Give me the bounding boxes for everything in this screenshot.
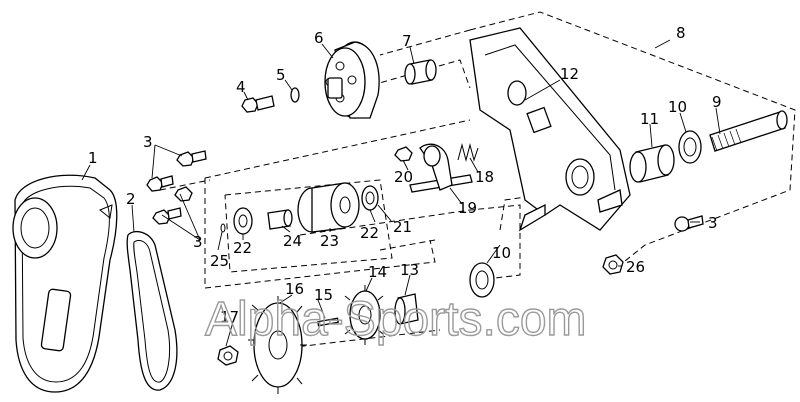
part-3-bolt-a [176,150,207,167]
part-3-bolt-b [146,175,174,192]
part-10-bearing-upper [678,130,702,164]
dashed-group-outlines [159,11,796,351]
part-15-key [317,317,339,327]
part-1-chain-cover [12,174,118,393]
callout-22-left: 22 [233,239,252,257]
callout-5: 5 [276,66,286,84]
part-12-mounting-bracket [469,27,631,232]
part-3-bolt-d [152,207,182,225]
part-6-clutch-drum [324,41,380,119]
callout-9: 9 [712,93,722,111]
part-23-idler-roller [297,182,360,233]
callout-3-lower: 3 [193,233,203,251]
callout-22-right: 22 [360,224,379,242]
callout-3-upper: 3 [143,133,153,151]
callout-7: 7 [402,32,412,50]
part-17-nut [217,345,239,366]
leader-lines [81,39,721,347]
callout-15: 15 [314,286,333,304]
callout-16: 16 [285,280,304,298]
callout-2: 2 [126,190,136,208]
callout-24: 24 [283,232,302,250]
part-18-spring [457,143,479,162]
part-20-nut [394,146,413,162]
callout-6: 6 [314,29,324,47]
callout-25: 25 [210,252,229,270]
part-22-bearing-left [233,207,253,235]
spindle-housing [565,158,595,196]
callout-12: 12 [560,65,579,83]
callout-10-upper: 10 [668,98,687,116]
part-16-sprocket-large [248,296,307,394]
part-5-washer [290,87,300,103]
part-11-spacer [629,144,675,183]
part-19-tensioner-arm [409,143,473,193]
part-13-spacer [394,293,419,325]
callout-10-lower: 10 [492,244,511,262]
callout-14: 14 [368,263,387,281]
callout-19: 19 [458,199,477,217]
part-26-nut [602,254,624,275]
part-7-bushing [404,59,437,85]
callout-13: 13 [400,261,419,279]
callout-23: 23 [320,232,339,250]
part-2-chain [126,231,178,391]
callout-4: 4 [236,78,246,96]
part-24-sleeve [267,209,293,230]
part-9-axle-bolt [709,110,788,152]
callout-labels: 1 2 3 3 3 4 5 6 7 8 9 10 10 11 12 13 14 … [88,24,722,326]
callout-17: 17 [220,308,239,326]
callout-8: 8 [676,24,686,42]
part-3-bolt-c [174,186,193,202]
callout-21: 21 [393,218,412,236]
callout-3-right: 3 [708,214,718,232]
part-3-bolt-e [674,215,704,232]
watermark: Alpha-Sports.com [205,293,587,346]
callout-26: 26 [626,258,645,276]
callout-18: 18 [475,168,494,186]
callout-20: 20 [394,168,413,186]
part-4-bolt [241,95,275,113]
part-10-bearing-lower [469,262,495,298]
callout-11: 11 [640,110,659,128]
part-25-clip [220,223,226,233]
part-14-sprocket-small [344,285,384,345]
part-22-bearing-right [361,185,379,211]
callout-1: 1 [88,149,98,167]
